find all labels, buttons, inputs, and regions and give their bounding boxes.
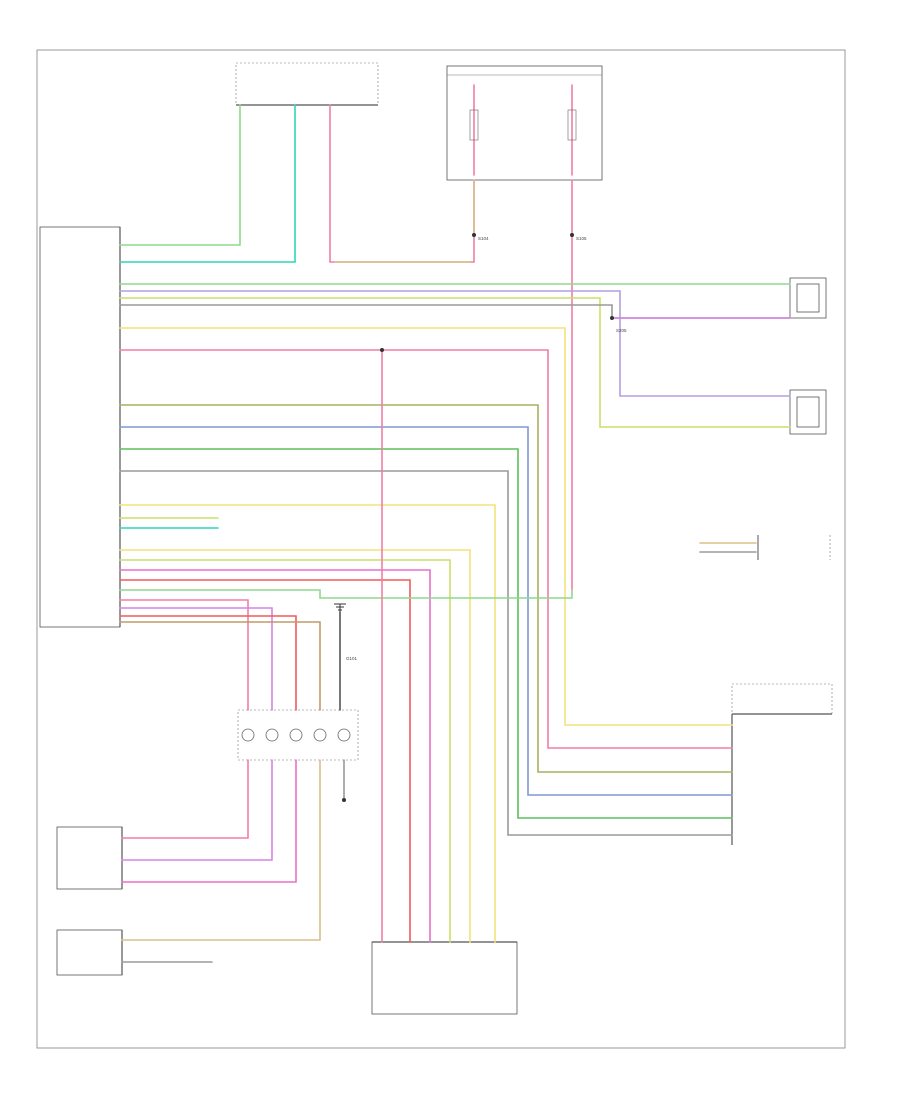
splice-4 [380, 348, 384, 352]
wire-sensor-ground [119, 304, 791, 319]
wire-bus-4 [119, 579, 411, 943]
wire-down-red [119, 615, 297, 711]
splice-label-2: S105 [576, 236, 587, 241]
wire-below-3 [121, 759, 297, 883]
ground-symbol-icon [334, 603, 346, 612]
ground-label: G101 [346, 656, 358, 661]
wire-1 [119, 104, 241, 246]
lower-left-switch-module [56, 826, 123, 890]
splice-label-1: S104 [478, 236, 489, 241]
right-lower-module [731, 683, 833, 845]
wire-2 [119, 104, 296, 263]
splice-5 [342, 798, 346, 802]
wire-3 [329, 104, 475, 263]
wire-bus-5 [119, 589, 573, 599]
wire-sensor-1-return [119, 290, 791, 397]
wire-blue [119, 426, 733, 796]
diagram-frame [36, 49, 846, 1049]
relay-fuse-right-icon [567, 109, 577, 141]
wire-down-pink [119, 599, 249, 711]
wire-gray [119, 470, 733, 836]
right-sensor-1 [789, 277, 827, 319]
splice-2 [570, 233, 574, 237]
splice-label-3: S205 [616, 328, 627, 333]
wire-bus-1 [119, 549, 471, 943]
lower-left-bottom-module [56, 929, 123, 976]
wire-below-2 [121, 759, 273, 861]
bottom-center-module [371, 941, 518, 1015]
right-small-connector [757, 535, 831, 560]
wire-pink-main [119, 349, 733, 749]
splice-1 [472, 233, 476, 237]
wire-below-4 [121, 759, 321, 941]
wire-below-1 [121, 759, 249, 839]
right-sensor-2 [789, 389, 827, 435]
relay-box [446, 65, 603, 181]
wire-olive [119, 404, 733, 773]
relay-fuse-left-icon [469, 109, 479, 141]
center-connector-row [237, 709, 359, 761]
wire-yellow-short [119, 504, 496, 943]
wire-down-violet [119, 607, 273, 711]
wire-tan [119, 327, 733, 726]
wire-green [119, 448, 733, 819]
wire-bus-3 [119, 569, 431, 943]
wire-down-brown [119, 621, 321, 711]
splice-3 [610, 316, 614, 320]
wire-bus-2 [119, 559, 451, 943]
left-control-module [39, 226, 121, 628]
wire-sensor-2-ref [119, 297, 791, 428]
top-connector-block [235, 62, 379, 106]
